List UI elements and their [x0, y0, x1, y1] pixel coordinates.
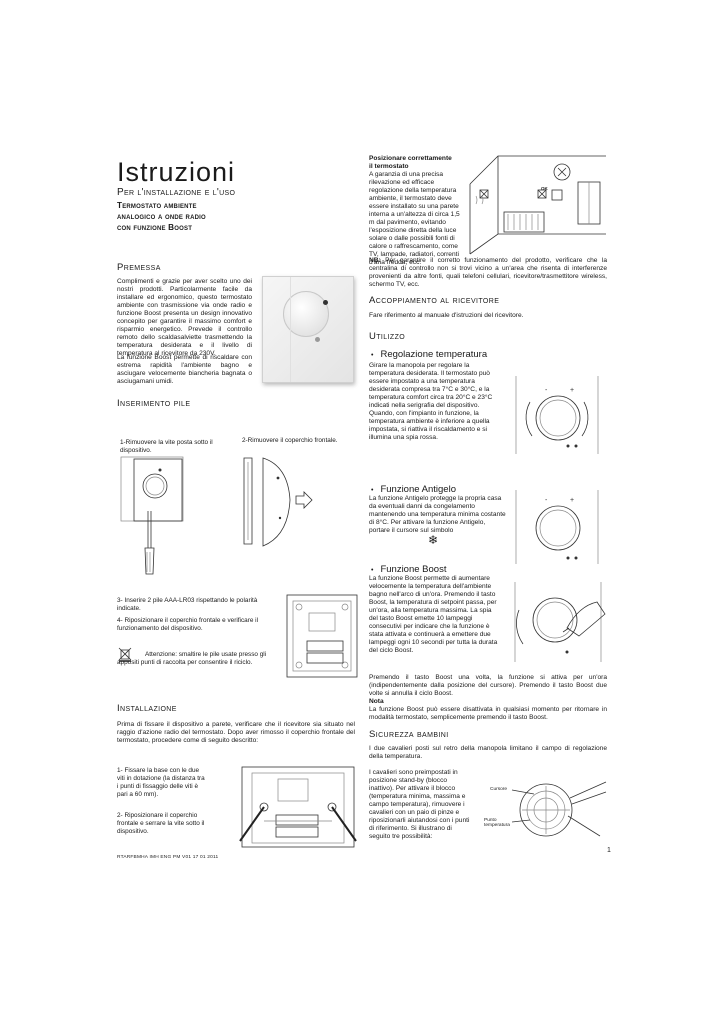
position-heading-line-2: il termostato [369, 163, 409, 170]
position-body: A garanzia di una precisa rilevazione ed… [369, 171, 460, 266]
install-step-1: 1- Fissare la base con le due viti in do… [117, 767, 205, 798]
antigelo-body: La funzione Antigelo protegge la propria… [369, 495, 506, 534]
installazione-intro: Prima di fissare il dispositivo a parete… [117, 721, 355, 744]
section-heading-inserimento-pile: Inserimento pile [117, 398, 191, 409]
section-heading-sicurezza: Sicurezza bambini [369, 729, 449, 740]
dial-antigelo-illustration: - + [515, 490, 599, 564]
boost-body: La funzione Boost permette di aumentare … [369, 575, 498, 654]
boost-button-dot [315, 337, 320, 342]
section-heading-utilizzo: Utilizzo [369, 331, 406, 342]
boost-body-2: Premendo il tasto Boost una volta, la fu… [369, 674, 607, 697]
crossed-bin-icon [118, 647, 132, 662]
page-subtitle: Per l'installazione e l'uso [117, 187, 236, 198]
punto-temperatura-label: Punto temperatura [484, 818, 510, 828]
page-number: 1 [607, 847, 611, 854]
sicurezza-intro: I due cavalieri posti sul retro della ma… [369, 745, 607, 760]
cursore-label: Cursore [490, 787, 508, 792]
section-heading-accoppiamento: Accoppiamento al ricevitore [369, 295, 500, 306]
battery-disposal-warning: Attenzione: smaltire le pile usate press… [117, 651, 267, 666]
battery-step-4: 4- Riposizionare il coperchio frontale e… [117, 617, 259, 632]
remove-screw-illustration [120, 456, 184, 575]
battery-step-1: 1-Rimuovere la vite posta sotto il dispo… [120, 439, 213, 454]
boost-press-illustration [514, 582, 606, 662]
premessa-paragraph-1: Complimenti e grazie per aver scelto uno… [117, 278, 252, 357]
battery-step-3: 3- Inserire 2 pile AAA-LR03 rispettando … [117, 597, 258, 612]
child-lock-illustration [511, 781, 607, 837]
base-mounting-illustration [239, 766, 357, 848]
position-heading-line-1: Posizionare correttamente [369, 155, 452, 162]
sicurezza-body: I cavalieri sono preimpostati in posizio… [369, 769, 470, 840]
product-line-2: analogico a onde radio [117, 212, 206, 221]
product-line-3: con funzione Boost [117, 223, 193, 232]
temperatura-label: temperatura [484, 823, 510, 828]
page-title: Istruzioni [117, 157, 236, 187]
svg-text:+: + [570, 497, 574, 504]
install-step-2: 2- Riposizionare il coperchio frontale e… [117, 812, 205, 835]
nb-note: NB: Per garantire il corretto funzioname… [369, 257, 607, 289]
position-heading: Posizionare correttamente il termostato [369, 155, 452, 171]
section-heading-premessa: Premessa [117, 262, 161, 273]
accoppiamento-body: Fare riferimento al manuale d'istruzioni… [369, 312, 524, 319]
footer-code: RTARFBMHA IMH ENG PM V01 17 01 2011 [117, 855, 219, 860]
nota-body: La funzione Boost può essere disattivata… [369, 706, 607, 721]
nb-text: Per garantire il corretto funzionamento … [369, 257, 607, 288]
svg-text:-: - [545, 497, 548, 504]
snowflake-icon: ❄ [428, 533, 439, 547]
battery-compartment-illustration [286, 594, 358, 678]
svg-text:+: + [570, 387, 574, 394]
regolazione-title: Regolazione temperatura [371, 349, 487, 360]
ok-position-label: OK [541, 186, 548, 191]
antigelo-title: Funzione Antigelo [371, 484, 456, 495]
nb-label: NB: [369, 257, 381, 264]
thermostat-photo [262, 276, 354, 383]
room-placement-illustration [469, 155, 606, 255]
led-indicator-icon [323, 300, 328, 305]
dial-regulation-illustration: - + [515, 376, 599, 454]
nota-label: Nota [369, 698, 384, 705]
punto-label: Punto [484, 818, 497, 823]
battery-step-2: 2-Rimuovere il coperchio frontale. [242, 437, 338, 444]
section-heading-installazione: Installazione [117, 703, 177, 714]
premessa-paragraph-2: La funzione Boost permette di riscaldare… [117, 354, 252, 385]
remove-cover-illustration [243, 457, 313, 547]
boost-title: Funzione Boost [371, 564, 446, 575]
svg-text:-: - [545, 387, 548, 394]
regolazione-body: Girare la manopola per regolare la tempe… [369, 362, 493, 441]
product-line-1: Termostato ambiente [117, 201, 197, 210]
product-name-block: Termostato ambiente analogico a onde rad… [117, 200, 206, 233]
